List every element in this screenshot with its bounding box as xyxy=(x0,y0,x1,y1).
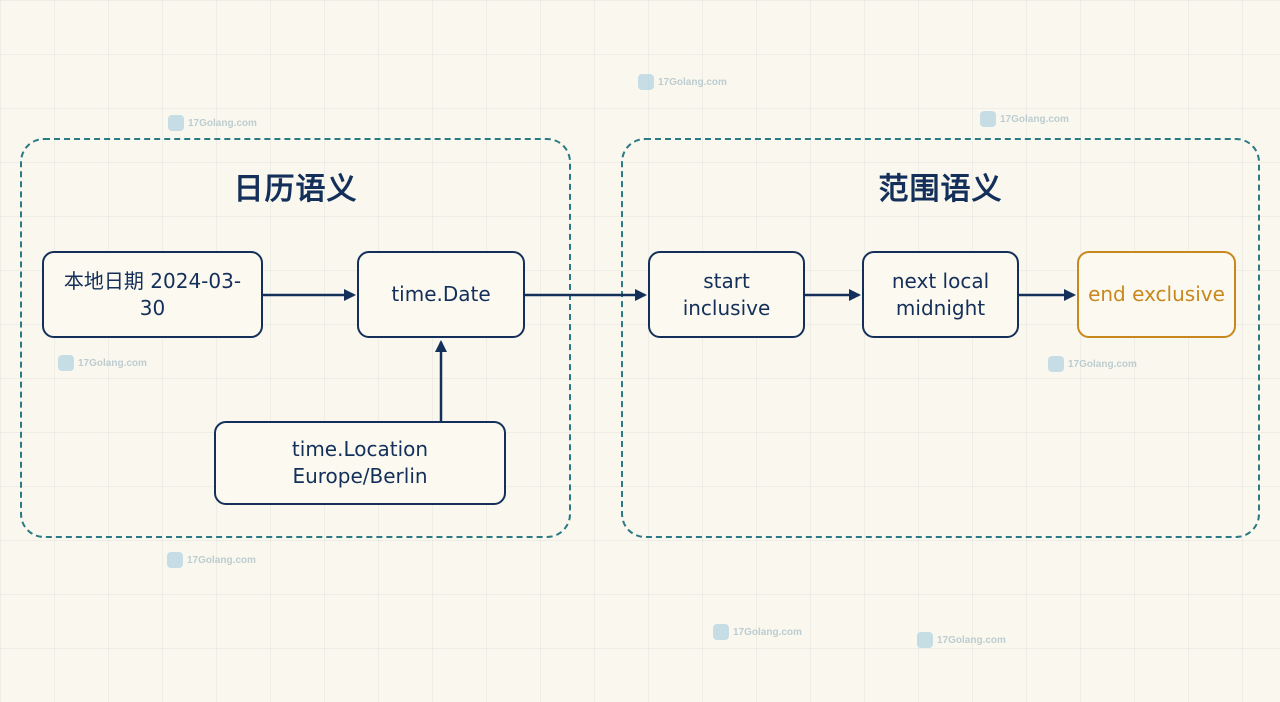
start-inclusive-label: start inclusive xyxy=(682,268,771,320)
watermark-logo-icon xyxy=(168,115,184,131)
watermark-logo-icon xyxy=(58,355,74,371)
calendar-semantics-title: 日历语义 xyxy=(233,172,358,207)
watermark-logo-icon xyxy=(1048,356,1064,372)
watermark: 17Golang.com xyxy=(1048,356,1137,372)
start-inclusive-node: start inclusive xyxy=(648,251,805,338)
watermark-logo-icon xyxy=(713,624,729,640)
local-date-label: 本地日期 2024-03-30 xyxy=(63,268,242,320)
watermark: 17Golang.com xyxy=(167,552,256,568)
end-exclusive-label: end exclusive xyxy=(1088,282,1225,306)
time-location-label: time.Location Europe/Berlin xyxy=(291,437,429,488)
watermark-logo-icon xyxy=(980,111,996,127)
range-semantics-group: 范围语义 xyxy=(621,138,1260,538)
next-local-midnight-label-line2: midnight xyxy=(895,295,986,320)
watermark-logo-icon xyxy=(167,552,183,568)
time-location-node: time.Location Europe/Berlin xyxy=(214,421,506,505)
time-date-label: time.Date xyxy=(391,282,491,306)
watermark-logo-icon xyxy=(917,632,933,648)
calendar-semantics-group: 日历语义 xyxy=(20,138,571,538)
next-local-midnight-label-line1: next local xyxy=(891,268,990,293)
watermark: 17Golang.com xyxy=(980,111,1069,127)
watermark-logo-icon xyxy=(638,74,654,90)
watermark: 17Golang.com xyxy=(713,624,802,640)
watermark: 17Golang.com xyxy=(168,115,257,131)
next-local-midnight-node: next local midnight xyxy=(862,251,1019,338)
range-semantics-title: 范围语义 xyxy=(878,172,1003,207)
watermark: 17Golang.com xyxy=(917,632,1006,648)
watermark: 17Golang.com xyxy=(58,355,147,371)
local-date-node: 本地日期 2024-03-30 xyxy=(42,251,263,338)
end-exclusive-node: end exclusive xyxy=(1077,251,1236,338)
time-date-node: time.Date xyxy=(357,251,525,338)
watermark: 17Golang.com xyxy=(638,74,727,90)
